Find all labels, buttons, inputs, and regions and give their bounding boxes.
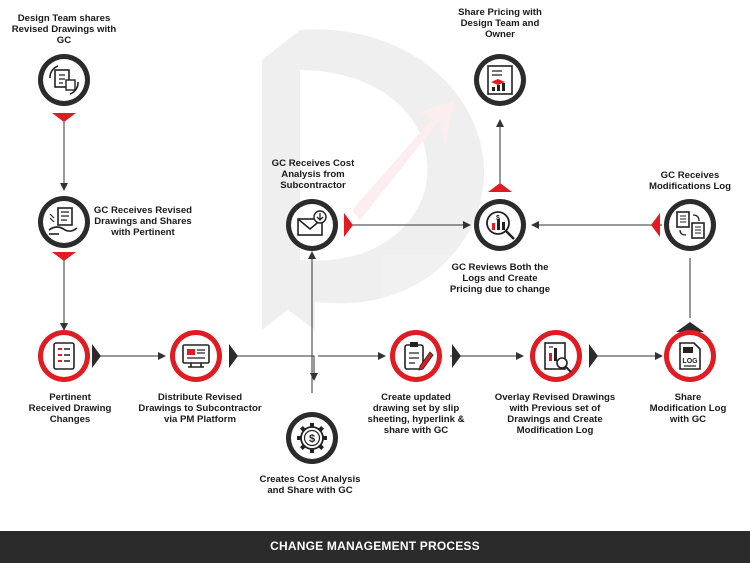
analytics-search-icon: $ (486, 211, 515, 240)
pointer-right (92, 344, 101, 368)
pointer-left (651, 213, 660, 237)
step-node-design-team-shares (38, 54, 90, 106)
pointer-right (229, 344, 238, 368)
step-node-gc-reviews-logs: $ (474, 199, 526, 251)
svg-text:$: $ (496, 215, 500, 222)
pointer-right (344, 213, 353, 237)
svg-text:LOG: LOG (682, 358, 698, 365)
node-face (43, 201, 85, 243)
checklist-icon (53, 342, 75, 370)
step-node-creates-cost-analysis: $ (286, 412, 338, 464)
dollar-gear-icon: $ (297, 423, 327, 453)
connector-distribute-to-cost (230, 355, 318, 381)
step-node-create-updated-set (390, 330, 442, 382)
node-face (669, 204, 711, 246)
document-exchange-icon (676, 211, 705, 239)
step-node-distribute-revised (170, 330, 222, 382)
envelope-icon (297, 210, 327, 236)
step-node-share-pricing (474, 54, 526, 106)
diagram-title: CHANGE MANAGEMENT PROCESS (270, 539, 480, 553)
step-node-gc-receives-mod-log (664, 199, 716, 251)
pointer-right (589, 344, 598, 368)
pointer-up (676, 322, 704, 332)
footer-bar: CHANGE MANAGEMENT PROCESS (0, 531, 750, 563)
pricing-report-icon (487, 65, 513, 95)
report-search-icon (544, 342, 572, 373)
connectors (60, 117, 691, 393)
clipboard-edit-icon (404, 342, 434, 371)
svg-text:$: $ (309, 433, 315, 445)
pointer-down (52, 113, 76, 122)
platform-icon (182, 344, 210, 368)
node-face (669, 335, 711, 377)
log-file-icon: LOG (679, 342, 701, 370)
step-node-gc-receives-cost (286, 199, 338, 251)
step-node-overlay-revised (530, 330, 582, 382)
pointer-right (452, 344, 461, 368)
pointer-markers (52, 113, 704, 368)
hand-document-icon (48, 207, 78, 235)
revised-drawings-icon (49, 65, 79, 95)
step-node-gc-receives-revised (38, 196, 90, 248)
node-face (43, 59, 85, 101)
node-face (175, 335, 217, 377)
node-face (43, 335, 85, 377)
watermark-logo (262, 29, 485, 330)
step-node-share-modification-log: LOG (664, 330, 716, 382)
pointer-down (52, 252, 76, 261)
pointer-up (488, 183, 512, 192)
step-node-pertinent-received (38, 330, 90, 382)
